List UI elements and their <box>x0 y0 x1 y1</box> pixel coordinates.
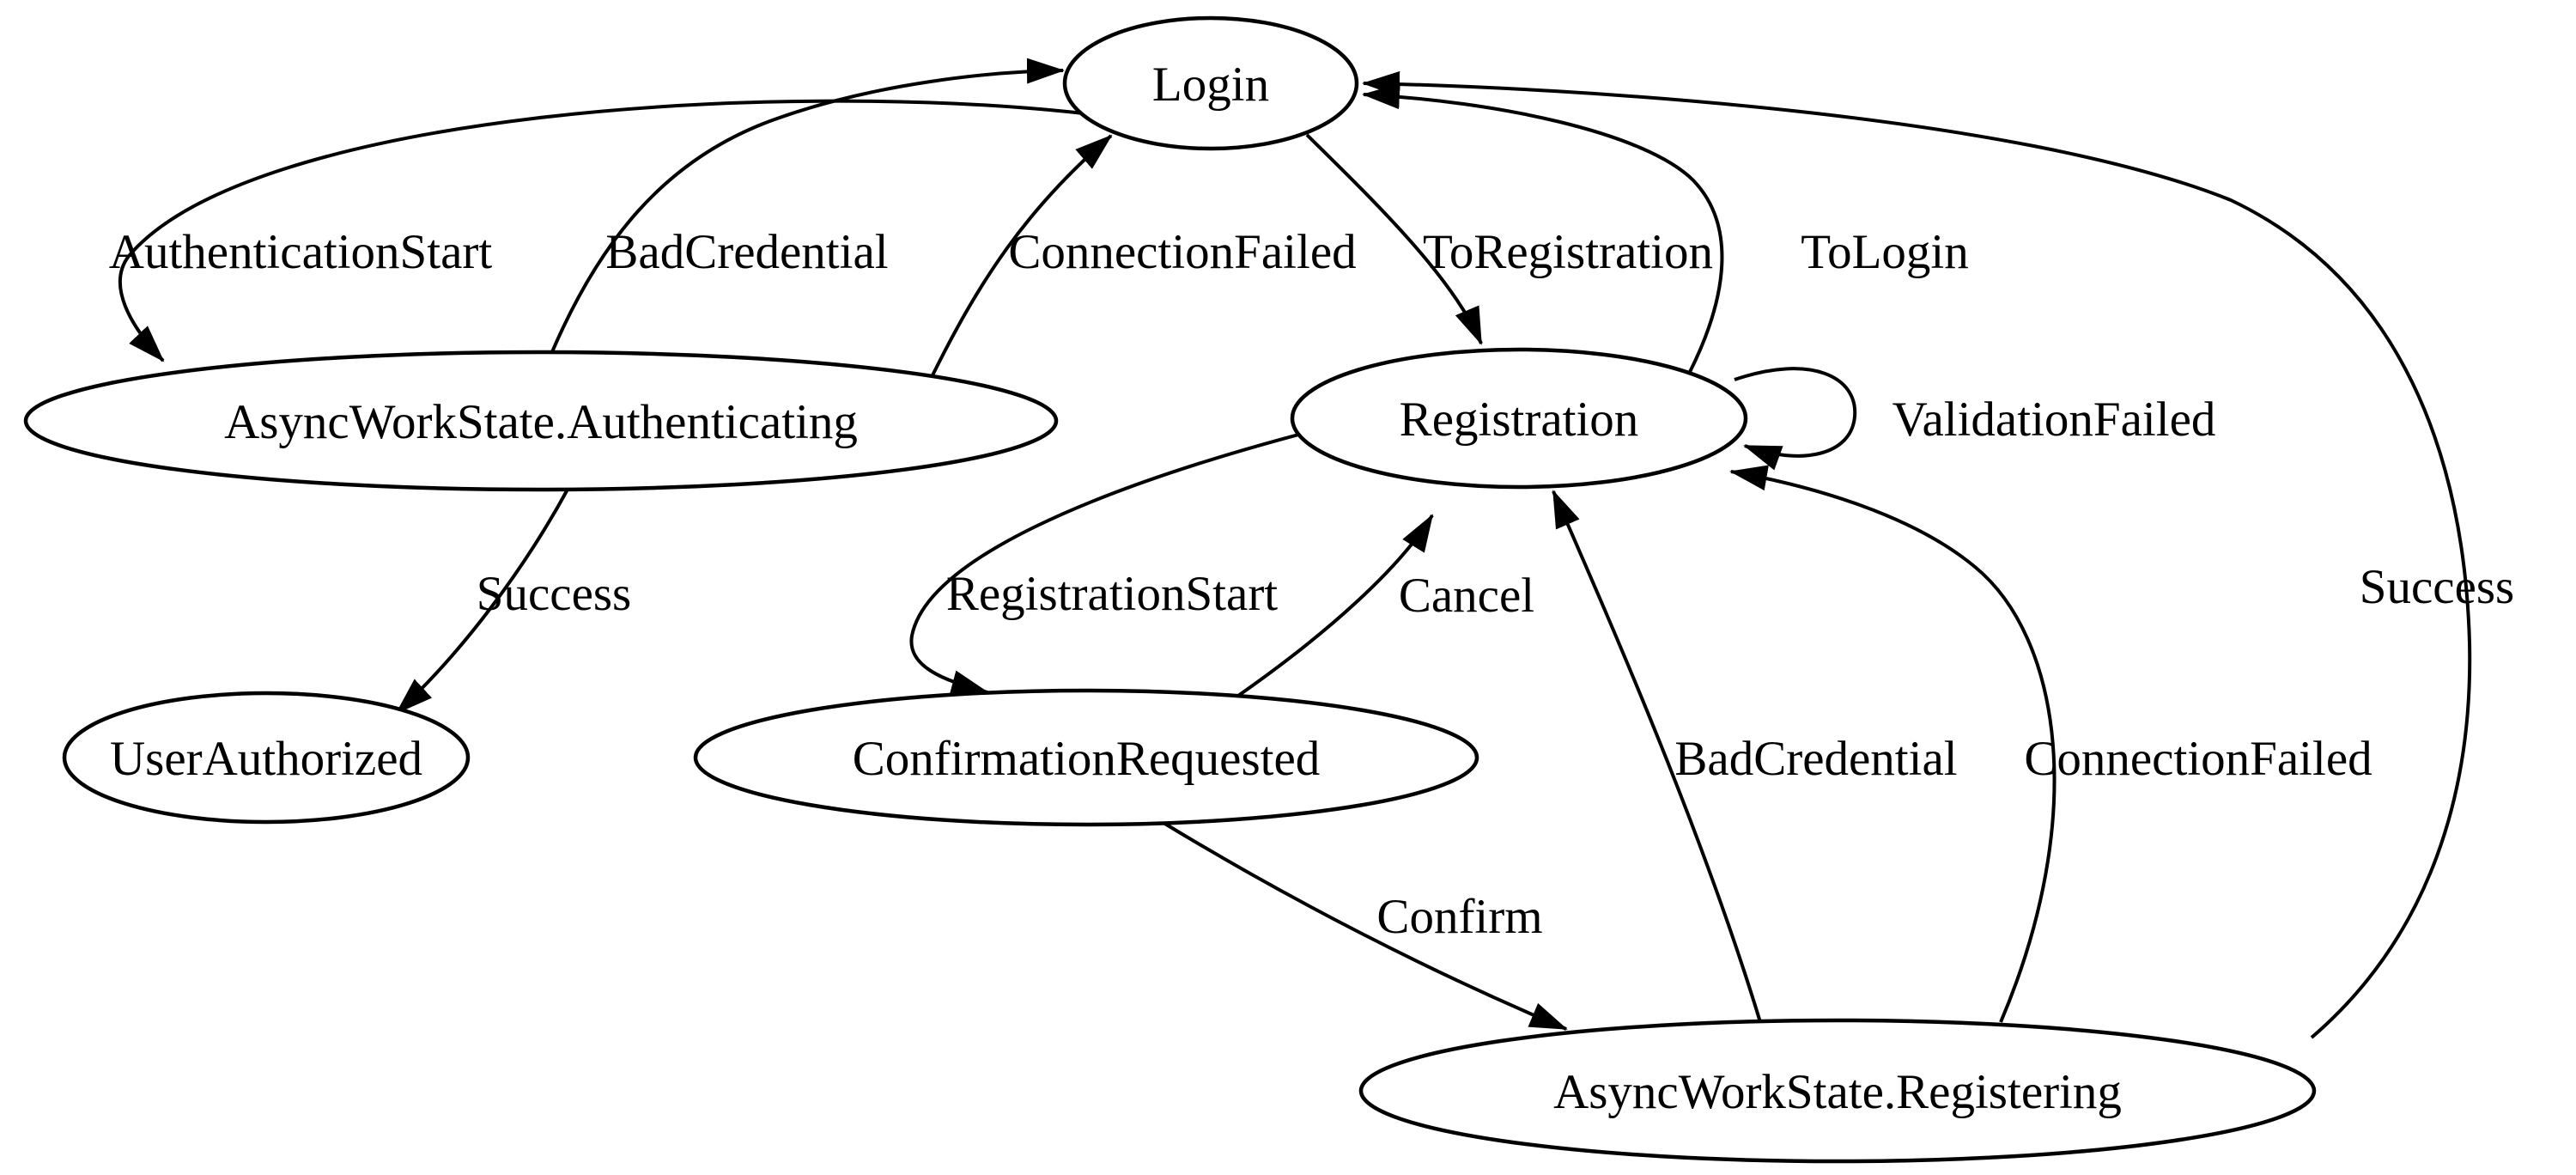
node-login: Login <box>1062 15 1359 151</box>
edge-label-success-authenticating: Success <box>477 567 631 621</box>
edge-success-authenticating <box>395 487 570 715</box>
edge-label-bad-credential-registering: BadCredential <box>1674 732 1957 786</box>
login-node-shape <box>1062 15 1359 151</box>
edge-to-login <box>1362 83 1724 373</box>
registering-node-label: AsyncWorkState.Registering <box>1553 1065 2122 1119</box>
edge-label-to-login: ToLogin <box>1801 225 1969 279</box>
edge-label-confirm: Confirm <box>1376 890 1542 944</box>
confirmation-requested-node-shape <box>693 688 1479 827</box>
edge-confirm <box>1162 821 1568 1031</box>
authenticating-node-shape <box>23 350 1059 492</box>
edge-bad-credential-auth <box>550 58 1065 355</box>
node-confirmation-requested: ConfirmationRequested <box>693 688 1479 827</box>
confirmation-requested-node-label: ConfirmationRequested <box>853 732 1321 786</box>
node-asyncworkstate-registering: AsyncWorkState.Registering <box>1358 1018 2317 1164</box>
edge-validation-failed-self-loop <box>1734 367 1857 471</box>
node-asyncworkstate-authenticating: AsyncWorkState.Authenticating <box>23 350 1059 492</box>
registering-node-shape <box>1358 1018 2317 1164</box>
edge-label-success-registering: Success <box>2360 560 2514 614</box>
edge-success-registering <box>1362 70 2472 1039</box>
edge-registration-start <box>909 432 1303 696</box>
edges: AuthenticationStart BadCredential Connec… <box>109 58 2514 1039</box>
user-authorized-node-shape <box>62 691 471 825</box>
registration-node-shape <box>1290 347 1748 490</box>
edge-connection-failed-registering <box>1729 465 2057 1023</box>
edge-cancel <box>1236 514 1434 697</box>
node-registration: Registration <box>1290 347 1748 490</box>
edge-bad-credential-registering <box>1552 490 1762 1023</box>
edge-to-registration <box>1305 133 1483 345</box>
edge-connection-failed-auth <box>931 134 1113 376</box>
edge-label-bad-credential-auth: BadCredential <box>605 225 888 279</box>
edge-label-authentication-start: AuthenticationStart <box>109 225 493 279</box>
edge-label-validation-failed: ValidationFailed <box>1893 393 2216 447</box>
edge-label-connection-failed-auth: ConnectionFailed <box>1008 225 1356 279</box>
node-user-authorized: UserAuthorized <box>62 691 471 825</box>
edge-label-connection-failed-registering: ConnectionFailed <box>2024 732 2372 786</box>
edge-label-to-registration: ToRegistration <box>1423 225 1713 279</box>
edge-authentication-start <box>118 99 1084 362</box>
nodes: Login AsyncWorkState.Authenticating Regi… <box>23 15 2317 1164</box>
edge-label-cancel: Cancel <box>1399 569 1534 623</box>
authenticating-node-label: AsyncWorkState.Authenticating <box>224 395 858 449</box>
user-authorized-node-label: UserAuthorized <box>110 732 422 786</box>
edge-label-registration-start: RegistrationStart <box>946 567 1278 621</box>
registration-node-label: Registration <box>1400 393 1639 447</box>
login-node-label: Login <box>1152 58 1269 112</box>
